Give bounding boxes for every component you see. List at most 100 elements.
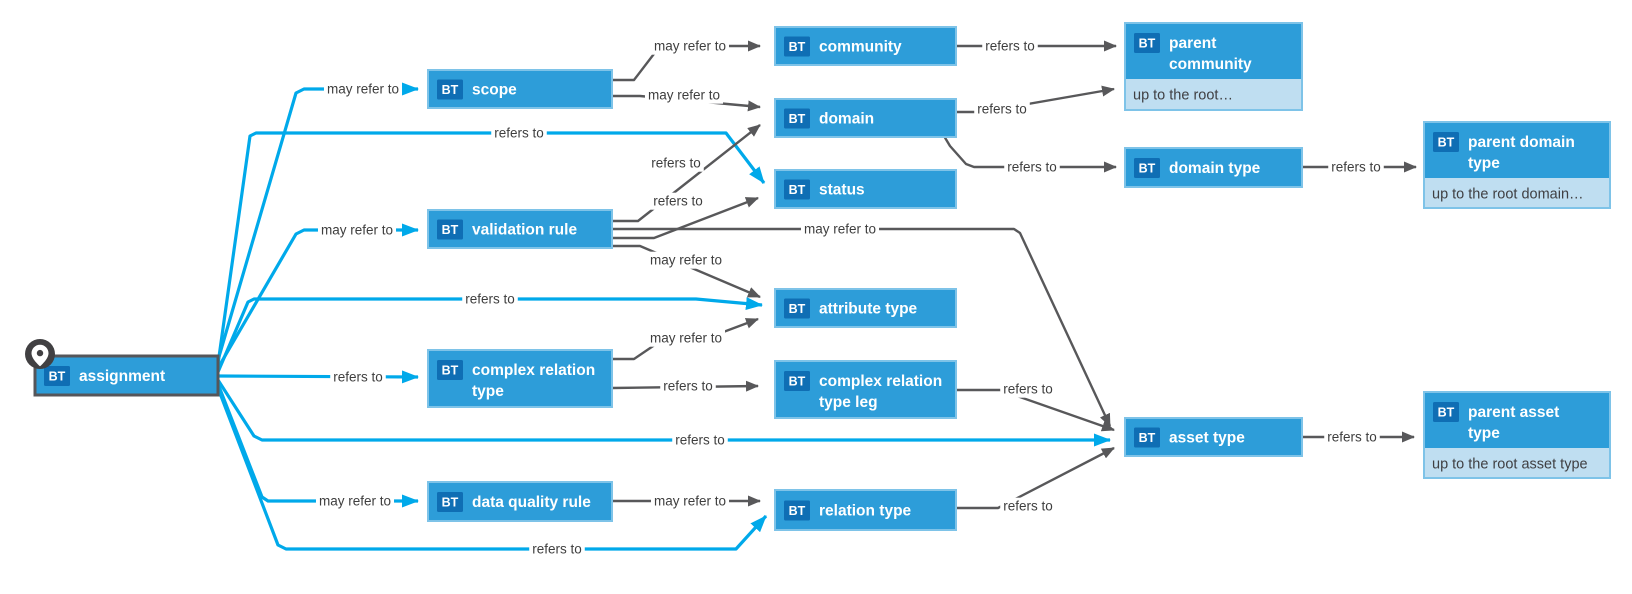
edge-label-bg bbox=[317, 221, 397, 239]
edge-label-bg bbox=[660, 377, 716, 395]
edge-validation-rule-domain bbox=[612, 124, 761, 223]
node-relation-type[interactable]: BT relation type bbox=[774, 489, 957, 531]
node-outline bbox=[1124, 147, 1303, 188]
node-data-quality-rule[interactable]: BT data quality rule bbox=[427, 481, 613, 522]
edge-assignment-data-quality-rule bbox=[216, 383, 419, 508]
edge-label-bg bbox=[974, 100, 1030, 118]
edge-assignment-complex-relation-type bbox=[217, 370, 419, 384]
bt-badge bbox=[784, 108, 810, 129]
edge-label-bg bbox=[646, 329, 726, 347]
bt-badge bbox=[437, 219, 463, 240]
edge-label-bg bbox=[982, 37, 1038, 55]
bt-badge-label: BT bbox=[442, 496, 459, 510]
edge-label-bg bbox=[315, 492, 395, 510]
node-outline bbox=[427, 349, 613, 408]
bt-badge-label: BT bbox=[789, 183, 806, 197]
node-title: data quality rule bbox=[472, 494, 591, 511]
edge-label-scope-community: may refer to bbox=[654, 39, 726, 54]
edge-label-validation-rule-status: refers to bbox=[653, 194, 703, 209]
node-sub-label: up to the root asset type bbox=[1432, 457, 1588, 473]
edge-label-assignment-status: refers to bbox=[494, 126, 544, 141]
edge-label-complex-relation-type-leg-asset-type: refers to bbox=[1003, 382, 1053, 397]
edge-validation-rule-status bbox=[612, 196, 759, 240]
edge-label-bg bbox=[644, 86, 724, 104]
node-outline bbox=[774, 360, 957, 419]
edge-label-bg bbox=[1324, 428, 1380, 446]
bt-badge-label: BT bbox=[789, 375, 806, 389]
edge-label-data-quality-rule-relation-type: may refer to bbox=[654, 494, 726, 509]
node-sub-row bbox=[1424, 448, 1610, 478]
edge-label-bg bbox=[650, 192, 706, 210]
edge-complex-relation-type-leg-asset-type bbox=[956, 388, 1115, 432]
edge-label-bg bbox=[491, 124, 547, 142]
edge-label-complex-relation-type-complex-relation-type-leg: refers to bbox=[663, 379, 713, 394]
bt-badge bbox=[437, 79, 463, 100]
node-outline bbox=[1124, 22, 1303, 111]
node-title: validation rule bbox=[472, 222, 577, 239]
bt-badge-label: BT bbox=[442, 364, 459, 378]
bt-badge-label: BT bbox=[1438, 136, 1455, 150]
edge-label-bg bbox=[330, 368, 386, 386]
node-outline bbox=[1124, 417, 1303, 457]
bt-badge bbox=[437, 492, 463, 512]
node-sub-row bbox=[1125, 79, 1302, 110]
node-title: attribute type bbox=[819, 301, 918, 318]
edge-label-scope-domain: may refer to bbox=[648, 88, 720, 103]
bt-badge bbox=[44, 366, 70, 386]
node-attribute-type[interactable]: BT attribute type bbox=[774, 288, 957, 328]
node-outline bbox=[427, 69, 613, 109]
node-title: asset type bbox=[1169, 430, 1245, 447]
edge-label-relation-type-asset-type: refers to bbox=[1003, 499, 1053, 514]
node-outline bbox=[774, 26, 957, 66]
bt-badge-label: BT bbox=[442, 83, 459, 97]
edge-label-bg bbox=[648, 154, 704, 172]
edge-label-community-parent-community: refers to bbox=[985, 39, 1035, 54]
node-outline bbox=[774, 288, 957, 328]
bt-badge-label: BT bbox=[789, 302, 806, 316]
edge-label-bg bbox=[462, 290, 518, 308]
edge-label-assignment-attribute-type: refers to bbox=[465, 292, 515, 307]
edge-label-complex-relation-type-attribute-type: may refer to bbox=[650, 331, 722, 346]
node-outline bbox=[774, 98, 957, 138]
edge-label-assignment-data-quality-rule: may refer to bbox=[319, 494, 391, 509]
node-sub-label: up to the root… bbox=[1133, 88, 1233, 104]
bt-badge bbox=[784, 179, 810, 200]
node-sub-label: up to the root domain… bbox=[1432, 187, 1584, 203]
node-outline bbox=[774, 489, 957, 531]
edge-label-validation-rule-domain: refers to bbox=[651, 156, 701, 171]
edge-labels-layer: may refer to refers to may refer to refers … bbox=[315, 37, 1384, 558]
bt-badge bbox=[784, 36, 810, 57]
edge-assignment-status bbox=[216, 131, 766, 365]
edge-label-bg bbox=[1328, 158, 1384, 176]
edge-label-bg bbox=[650, 37, 730, 55]
edge-label-bg bbox=[672, 431, 728, 449]
edge-label-domain-type-parent-domain-type: refers to bbox=[1331, 160, 1381, 175]
bt-badge bbox=[1433, 402, 1459, 422]
bt-badge bbox=[1433, 132, 1459, 152]
bt-badge bbox=[437, 360, 463, 380]
node-title: relation type bbox=[819, 503, 912, 520]
bt-badge-label: BT bbox=[789, 504, 806, 518]
edge-label-assignment-relation-type: refers to bbox=[532, 542, 582, 557]
edge-label-bg bbox=[646, 251, 726, 269]
edge-label-bg bbox=[800, 220, 880, 238]
